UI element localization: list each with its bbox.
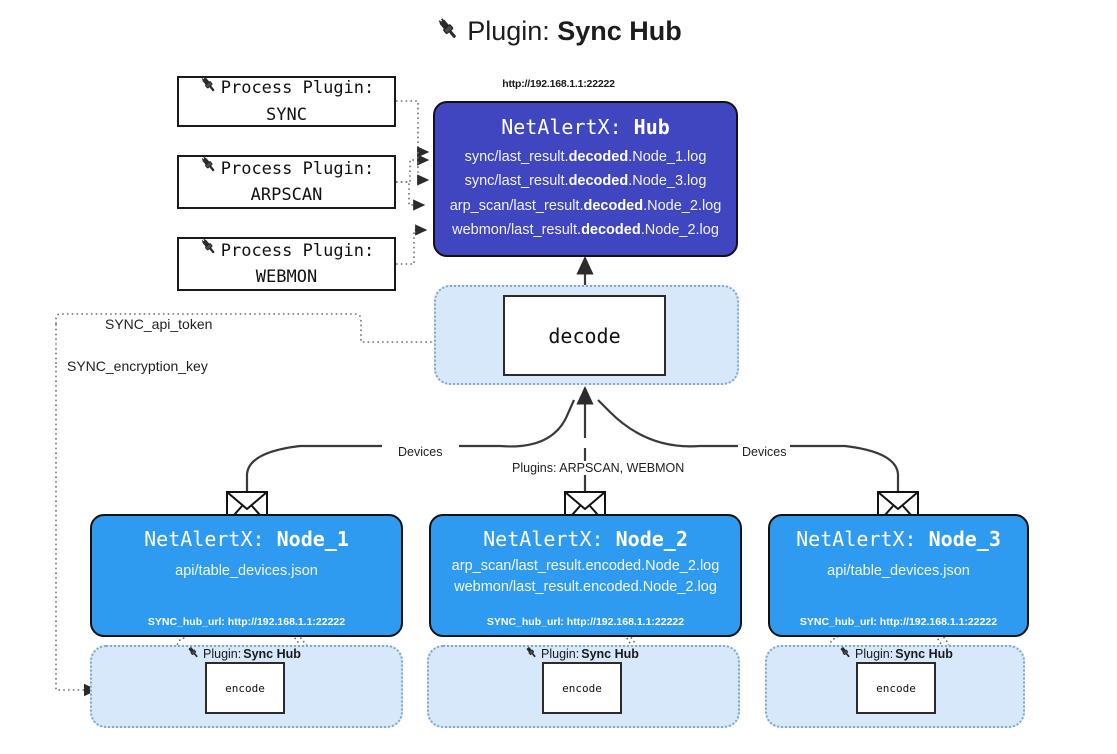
node-line-list: api/table_devices.json <box>92 563 401 579</box>
process-plugin-webmon[interactable]: Process Plugin: WEBMON <box>177 237 396 291</box>
node-line-list: arp_scan/last_result.encoded.Node_2.log … <box>431 558 740 595</box>
node-title: NetAlertX: Node_3 <box>796 527 1001 551</box>
process-plugin-sync[interactable]: Process Plugin: SYNC <box>177 76 396 127</box>
node-footer: SYNC_hub_url: http://192.168.1.1:22222 <box>147 616 346 628</box>
secret-label-encryption-key: SYNC_encryption_key <box>63 358 212 374</box>
hub-box[interactable]: NetAlertX: Hub sync/last_result.decoded.… <box>433 101 738 257</box>
hub-url: http://192.168.1.1:22222 <box>502 78 615 90</box>
encode-plugin-label-node-1: Plugin: Sync Hub <box>186 645 301 663</box>
node-box-node-2[interactable]: NetAlertX: Node_2 arp_scan/last_result.e… <box>429 514 742 637</box>
hub-title-prefix: NetAlertX: <box>501 115 622 139</box>
hub-log-line: sync/last_result.decoded.Node_1.log <box>464 149 707 165</box>
encode-box-node-2[interactable]: encode <box>542 662 622 714</box>
process-plugin-name: ARPSCAN <box>250 185 323 205</box>
node-line: arp_scan/last_result.encoded.Node_2.log <box>451 558 720 574</box>
process-plugin-label: Process Plugin: <box>220 78 375 99</box>
decode-box[interactable]: decode <box>503 295 666 376</box>
secret-label-api-token: SYNC_api_token <box>101 316 217 332</box>
plug-icon <box>186 645 201 663</box>
process-plugin-label: Process Plugin: <box>220 158 375 179</box>
node-box-node-1[interactable]: NetAlertX: Node_1 api/table_devices.json… <box>90 514 403 637</box>
node-footer: SYNC_hub_url: http://192.168.1.1:22222 <box>486 616 685 628</box>
page-title-label: Plugin: <box>467 16 550 46</box>
process-plugin-name: SYNC <box>266 104 307 125</box>
node-title: NetAlertX: Node_1 <box>144 527 349 551</box>
hub-title-name: Hub <box>633 115 670 139</box>
plug-icon <box>199 75 219 103</box>
process-plugin-arpscan[interactable]: Process Plugin: ARPSCAN <box>177 155 396 209</box>
plug-icon <box>199 155 219 183</box>
encode-label: encode <box>225 681 265 695</box>
node-line-list: api/table_devices.json <box>770 563 1027 579</box>
node-footer: SYNC_hub_url: http://192.168.1.1:22222 <box>799 616 998 628</box>
page-title: Plugin: Sync Hub <box>0 16 1117 50</box>
plug-icon <box>524 645 539 663</box>
encode-plugin-label-node-2: Plugin: Sync Hub <box>524 645 639 663</box>
edge-label-devices-right: Devices <box>738 445 791 459</box>
hub-title: NetAlertX: Hub <box>435 115 736 139</box>
edge-label-devices-left: Devices <box>394 445 447 459</box>
node-line: api/table_devices.json <box>827 563 970 579</box>
process-plugin-label: Process Plugin: <box>220 240 375 261</box>
node-line: webmon/last_result.encoded.Node_2.log <box>454 579 717 595</box>
node-line: api/table_devices.json <box>175 563 318 579</box>
encode-box-node-1[interactable]: encode <box>205 662 285 714</box>
hub-log-line: arp_scan/last_result.decoded.Node_2.log <box>449 197 722 214</box>
hub-log-line: sync/last_result.decoded.Node_3.log <box>464 173 707 190</box>
process-plugin-name: WEBMON <box>255 267 318 287</box>
node-box-node-3[interactable]: NetAlertX: Node_3 api/table_devices.json… <box>768 514 1029 637</box>
hub-log-list: sync/last_result.decoded.Node_1.log sync… <box>435 146 736 242</box>
node-title: NetAlertX: Node_2 <box>483 527 688 551</box>
plug-icon <box>838 645 853 663</box>
plug-icon <box>199 237 219 265</box>
encode-plugin-label-node-3: Plugin: Sync Hub <box>838 645 953 663</box>
page-title-value: Sync Hub <box>557 16 682 46</box>
plug-icon <box>435 16 462 50</box>
encode-box-node-3[interactable]: encode <box>856 662 936 714</box>
edge-label-plugins-center: Plugins: ARPSCAN, WEBMON <box>508 461 689 475</box>
decode-label: decode <box>548 323 621 348</box>
encode-label: encode <box>562 681 602 695</box>
hub-log-line: webmon/last_result.decoded.Node_2.log <box>452 222 719 239</box>
encode-label: encode <box>876 681 916 695</box>
